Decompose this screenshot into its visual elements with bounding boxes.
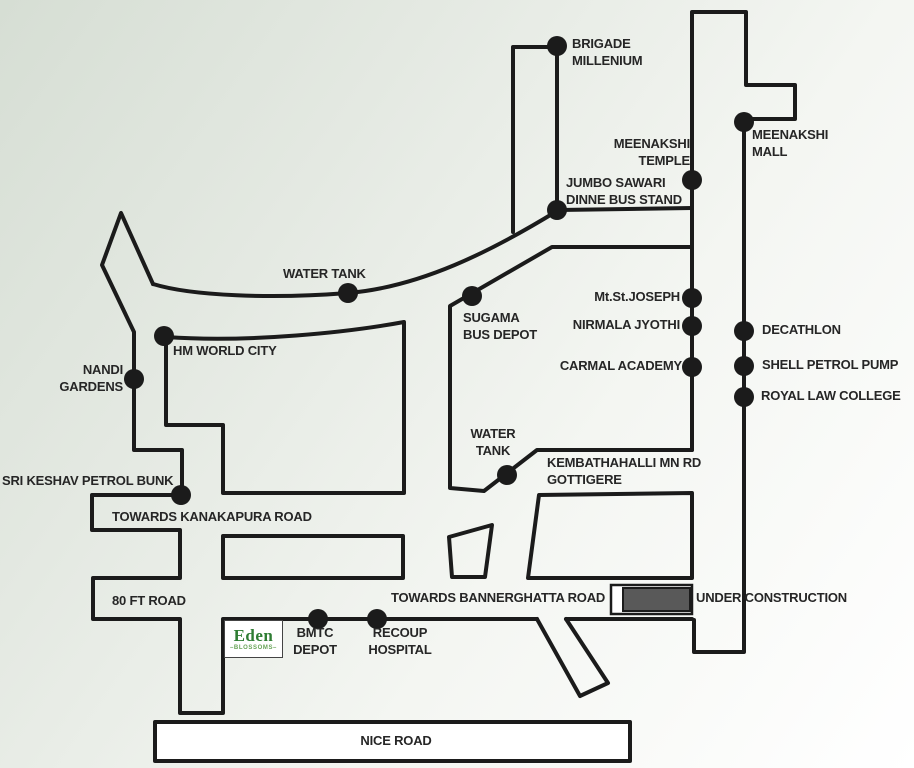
under-construction-label: UNDER CONSTRUCTION	[696, 590, 847, 607]
road-hm-curve	[164, 320, 406, 494]
shell-petrol-pump-label-line: SHELL PETROL PUMP	[762, 357, 899, 372]
meenakshi-mall-label-line: MALL	[752, 143, 788, 159]
hm-world-city-label: HM WORLD CITY	[173, 343, 277, 360]
nirmala-jyothi-label: NIRMALA JYOTHI	[573, 317, 680, 334]
sri-keshav-petrol-bunk-dot	[171, 485, 191, 505]
hm-world-city-dot	[154, 326, 174, 346]
road-hm-branch	[164, 336, 225, 494]
eighty-ft-road-label-line: 80 FT ROAD	[112, 593, 186, 608]
eden-logo-name: Eden	[233, 625, 274, 645]
landmark-dots	[124, 36, 754, 629]
kembathahalli-mn-rd-gottigere-label-line: GOTTIGERE	[547, 471, 622, 487]
jumbo-sawari-dinne-bus-stand-dot	[547, 200, 567, 220]
under-construction-strip	[622, 587, 691, 612]
road-serpentine-west	[90, 493, 539, 715]
sugama-bus-depot-dot	[462, 286, 482, 306]
brigade-millenium-label-line: MILLENIUM	[572, 52, 643, 68]
road-main-east-right	[692, 119, 746, 654]
eden-logo-subtitle: –BLOSSOMS–	[229, 644, 277, 651]
road-brigade-spur	[511, 45, 559, 234]
eighty-ft-road-label: 80 FT ROAD	[112, 593, 186, 610]
hm-world-city-label-line: HM WORLD CITY	[173, 343, 277, 358]
decathlon-label: DECATHLON	[762, 322, 841, 339]
royal-law-college-label-line: ROYAL LAW COLLEGE	[761, 388, 901, 403]
kembathahalli-mn-rd-gottigere-label-line: KEMBATHAHALLI MN RD	[547, 455, 702, 470]
nice-road-label-line: NICE ROAD	[360, 733, 432, 748]
mt-st-joseph-label-line: Mt.St.JOSEPH	[594, 289, 680, 304]
towards-bannerghatta-road-label-line: TOWARDS BANNERGHATTA ROAD	[391, 590, 606, 605]
jumbo-sawari-dinne-bus-stand-label-line: DINNE BUS STAND	[566, 191, 682, 207]
royal-law-college-label: ROYAL LAW COLLEGE	[761, 388, 901, 405]
bmtc-depot-label-line: DEPOT	[293, 641, 337, 657]
mt-st-joseph-dot	[682, 288, 702, 308]
towards-kanakapura-road-label: TOWARDS KANAKAPURA ROAD	[112, 509, 312, 526]
sugama-bus-depot-label-line: SUGAMA	[463, 310, 520, 325]
sugama-bus-depot-label-line: BUS DEPOT	[463, 326, 538, 342]
towards-kanakapura-road-label-line: TOWARDS KANAKAPURA ROAD	[112, 509, 312, 524]
meenakshi-temple-dot	[682, 170, 702, 190]
decathlon-label-line: DECATHLON	[762, 322, 841, 337]
carmal-academy-dot	[682, 357, 702, 377]
block-kanakapura-south	[221, 534, 405, 580]
road-jumbo-link	[557, 206, 694, 212]
carmal-academy-label-line: CARMAL ACADEMY	[559, 358, 682, 373]
water-tank-south-dot	[497, 465, 517, 485]
water-tank-south-label-line: TANK	[475, 442, 511, 458]
nice-road-outline	[153, 720, 632, 763]
road-main-east-top	[690, 10, 797, 452]
sri-keshav-petrol-bunk-label: SRI KESHAV PETROL BUNK	[2, 473, 174, 490]
shell-petrol-pump-dot	[734, 356, 754, 376]
nice-road-label: NICE ROAD	[360, 733, 431, 750]
meenakshi-mall-dot	[734, 112, 754, 132]
mt-st-joseph-label: Mt.St.JOSEPH	[594, 289, 680, 306]
block-small-quad	[447, 523, 494, 579]
block-gottigere	[526, 491, 694, 580]
nirmala-jyothi-label-line: NIRMALA JYOTHI	[572, 317, 680, 332]
carmal-academy-label: CARMAL ACADEMY	[560, 358, 682, 375]
royal-law-college-dot	[734, 387, 754, 407]
sri-keshav-petrol-bunk-label-line: SRI KESHAV PETROL BUNK	[2, 473, 174, 488]
nandi-gardens-label-line: NANDI	[82, 362, 123, 377]
shell-petrol-pump-label: SHELL PETROL PUMP	[762, 357, 898, 374]
water-tank-north-label-line: WATER TANK	[283, 266, 366, 281]
meenakshi-temple-label-line: TEMPLE	[638, 152, 690, 168]
nandi-gardens-label-line: GARDENS	[59, 378, 123, 394]
water-tank-north-dot	[338, 283, 358, 303]
meenakshi-temple-label-line: MEENAKSHI	[613, 136, 690, 151]
water-tank-north-label: WATER TANK	[283, 266, 366, 283]
recoup-hospital-dot	[367, 609, 387, 629]
towards-bannerghatta-road-label: TOWARDS BANNERGHATTA ROAD	[391, 590, 605, 607]
under-construction-label-line: UNDER CONSTRUCTION	[696, 590, 847, 605]
recoup-hospital-label-line: HOSPITAL	[368, 641, 432, 657]
water-tank-south-label-line: WATER	[470, 426, 516, 441]
eden-blossoms-logo: Eden –BLOSSOMS–	[224, 620, 283, 658]
bmtc-depot-dot	[308, 609, 328, 629]
nandi-gardens-dot	[124, 369, 144, 389]
brigade-millenium-label-line: BRIGADE	[572, 36, 631, 51]
road-west-peak-loop	[100, 211, 184, 496]
recoup-hospital-label-line: RECOUP	[372, 625, 428, 640]
bmtc-depot-label-line: BMTC	[296, 625, 334, 640]
road-diagonal-south	[535, 617, 610, 698]
meenakshi-mall-label-line: MEENAKSHI	[752, 127, 829, 142]
decathlon-dot	[734, 321, 754, 341]
jumbo-sawari-dinne-bus-stand-label-line: JUMBO SAWARI	[566, 175, 666, 190]
brigade-millenium-dot	[547, 36, 567, 56]
nirmala-jyothi-dot	[682, 316, 702, 336]
